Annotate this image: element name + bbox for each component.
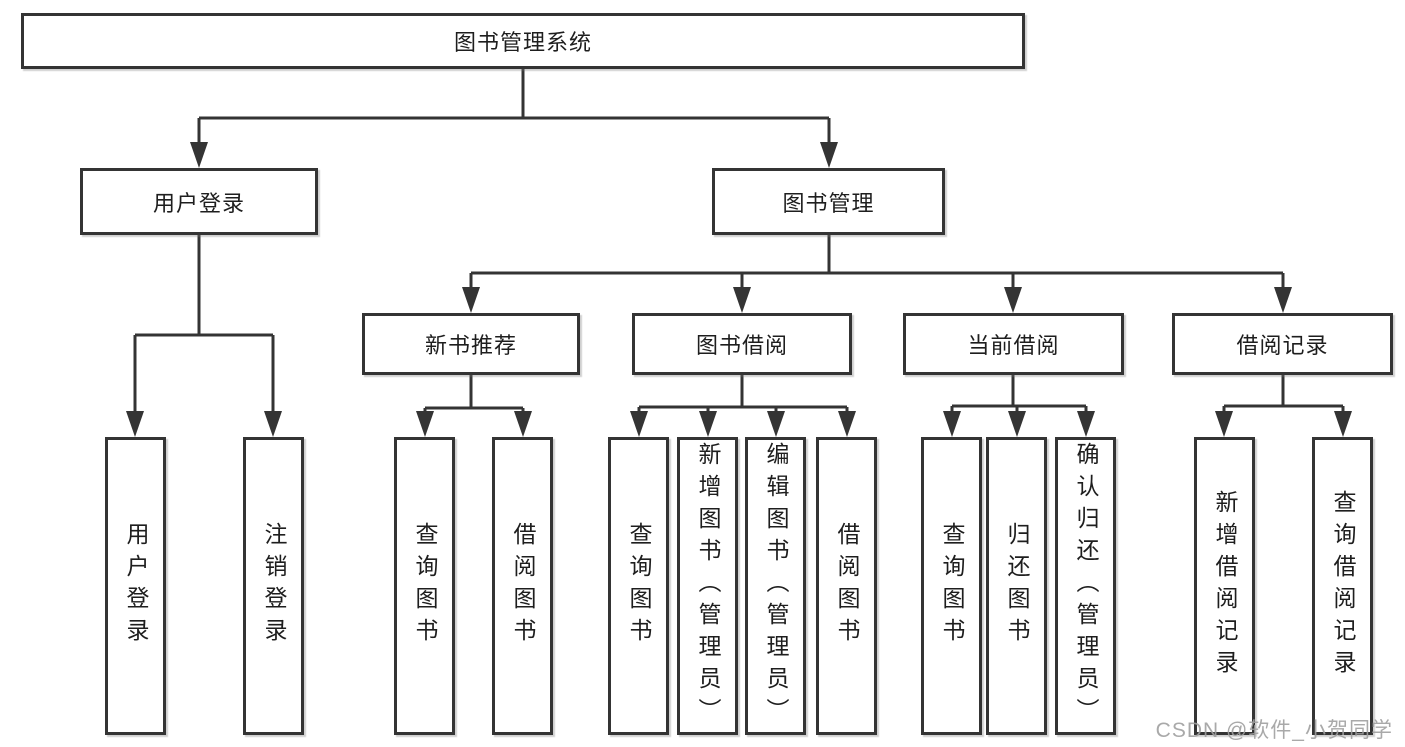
leaf-borrow-books-label: 借阅图书 (510, 522, 536, 650)
leaf-query-books-label: 查询图书 (412, 522, 438, 650)
leaf-add-books-admin-label: 新增图书（管理员） (695, 442, 721, 730)
csdn-watermark: CSDN @软件_小贺同学 (1155, 719, 1393, 742)
leaf-return-books: 归还图书 (986, 437, 1047, 735)
node-new-book-recommendation: 新书推荐 (362, 313, 580, 375)
leaf-add-borrow-record: 新增借阅记录 (1194, 437, 1255, 735)
leaf-confirm-return-admin-label: 确认归还（管理员） (1073, 442, 1099, 730)
leaf-query-books-label: 查询图书 (939, 522, 965, 650)
leaf-add-books-admin: 新增图书（管理员） (677, 437, 738, 735)
node-user-login: 用户登录 (80, 168, 318, 235)
leaf-edit-books-admin-label: 编辑图书（管理员） (763, 442, 789, 730)
leaf-confirm-return-admin: 确认归还（管理员） (1055, 437, 1116, 735)
leaf-query-borrow-record: 查询借阅记录 (1312, 437, 1373, 735)
leaf-query-borrow-record-label: 查询借阅记录 (1330, 490, 1356, 682)
leaf-return-books-label: 归还图书 (1004, 522, 1030, 650)
leaf-logout-login-label: 注销登录 (261, 522, 287, 650)
leaf-borrow-books-label: 借阅图书 (834, 522, 860, 650)
leaf-query-books: 查询图书 (921, 437, 982, 735)
leaf-user-login: 用户登录 (105, 437, 166, 735)
leaf-logout-login: 注销登录 (243, 437, 304, 735)
leaf-borrow-books: 借阅图书 (816, 437, 877, 735)
node-library-management-system: 图书管理系统 (21, 13, 1025, 69)
leaf-query-books: 查询图书 (394, 437, 455, 735)
leaf-query-books-label: 查询图书 (626, 522, 652, 650)
leaf-query-books: 查询图书 (608, 437, 669, 735)
node-borrowing-records: 借阅记录 (1172, 313, 1393, 375)
leaf-add-borrow-record-label: 新增借阅记录 (1212, 490, 1238, 682)
node-book-borrowing: 图书借阅 (632, 313, 852, 375)
leaf-borrow-books: 借阅图书 (492, 437, 553, 735)
node-current-borrowing: 当前借阅 (903, 313, 1124, 375)
leaf-user-login-label: 用户登录 (123, 522, 149, 650)
node-book-management: 图书管理 (712, 168, 945, 235)
leaf-edit-books-admin: 编辑图书（管理员） (745, 437, 806, 735)
